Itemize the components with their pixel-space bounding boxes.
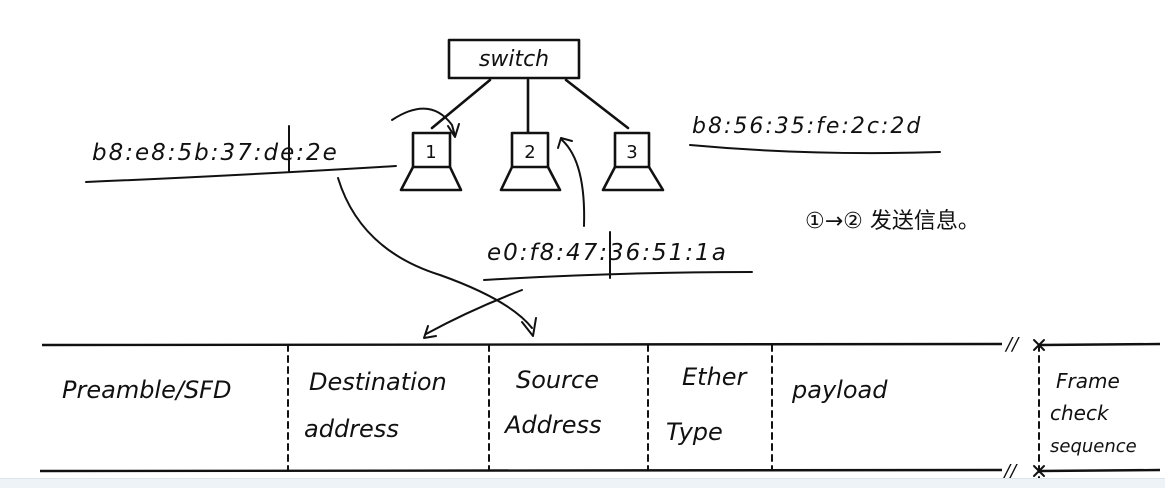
host-1-mac: b8:e8:5b:37:de:2e xyxy=(92,140,339,166)
host-3-mac: b8:56:35:fe:2c:2d xyxy=(692,114,922,139)
host-1-label: 1 xyxy=(425,142,436,163)
frame-bottom-line xyxy=(39,468,1003,473)
field-fcs-line2: check xyxy=(1050,401,1110,425)
host-2-mac-underline xyxy=(483,271,753,281)
host-3-label: 3 xyxy=(626,142,637,163)
frame-break-mark-top: // xyxy=(1004,334,1020,355)
host-1-mac-underline xyxy=(85,165,397,183)
frame-top-line-end xyxy=(1039,342,1161,347)
host-1-mac-arrow xyxy=(391,107,460,138)
host-2-icon xyxy=(499,131,562,192)
frame-top-line xyxy=(41,342,1003,347)
link-switch-host3 xyxy=(564,78,630,130)
host-2-mac-arrow xyxy=(557,137,586,227)
host-3-mac-underline xyxy=(689,144,941,155)
arrow-dest-mac-to-destination-field xyxy=(423,289,523,339)
field-destination-line1: Destination xyxy=(309,368,447,396)
field-ethertype-line2: Type xyxy=(666,418,723,446)
frame-break-mark-bottom: // xyxy=(1002,461,1018,482)
link-switch-host1 xyxy=(430,78,492,130)
arrow-source-mac-to-source-field xyxy=(337,177,537,337)
switch-label: switch xyxy=(479,47,549,72)
field-source-line1: Source xyxy=(516,366,599,394)
field-source-line2: Address xyxy=(503,411,602,439)
host-2-label: 2 xyxy=(524,142,535,163)
field-fcs-line1: Frame xyxy=(1056,369,1120,393)
host-3-icon xyxy=(601,131,665,192)
host-1-icon xyxy=(399,131,463,192)
send-note: ①→② 发送信息。 xyxy=(805,209,980,234)
field-ethertype-line1: Ether xyxy=(682,363,749,391)
field-preamble-sfd: Preamble/SFD xyxy=(62,376,231,404)
frame-bottom-line-end xyxy=(1039,468,1161,473)
window-status-bar xyxy=(0,478,1165,488)
host-2-mac: e0:f8:47:36:51:1a xyxy=(487,240,728,266)
field-payload: payload xyxy=(791,376,888,404)
field-fcs-line3: sequence xyxy=(1050,436,1137,457)
field-destination-line2: address xyxy=(304,415,399,443)
switch-box xyxy=(447,38,581,80)
